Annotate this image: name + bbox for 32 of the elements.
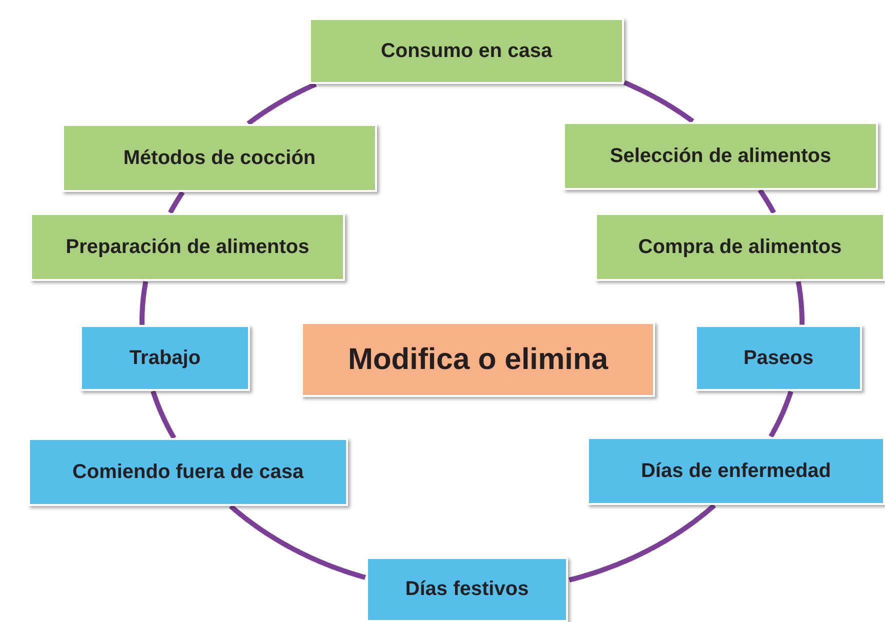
ring-connector <box>623 80 694 124</box>
ring-connector <box>758 188 776 215</box>
label-box <box>28 438 348 506</box>
label-box <box>695 325 862 391</box>
box-text: Selección de alimentos <box>610 144 832 168</box>
box-text: Compra de alimentos <box>638 236 842 258</box>
ring-connector <box>168 190 185 215</box>
box-text: Días de enfermedad <box>640 460 832 482</box>
box-text: Trabajo <box>129 346 201 370</box>
box-text: Consumo en casa <box>380 40 552 62</box>
label-box <box>80 325 250 391</box>
box-text: Paseos <box>743 346 814 370</box>
label-box <box>30 213 345 281</box>
box-text: Días festivos <box>405 578 529 601</box>
box-text: Modifica o elimina <box>348 342 608 376</box>
ring-connector <box>229 504 366 580</box>
ring-connector <box>150 389 176 440</box>
box-text: Comiendo fuera de casa <box>72 460 304 484</box>
label-box <box>595 213 885 281</box>
label-box <box>366 557 568 622</box>
label-box <box>587 437 885 505</box>
ring-connector <box>140 280 148 327</box>
label-box <box>301 322 655 397</box>
ring-connector <box>768 390 794 438</box>
label-box <box>309 18 624 84</box>
ring-connector <box>246 82 317 126</box>
label-box <box>563 122 878 190</box>
box-text: Preparación de alimentos <box>66 236 310 258</box>
ring-connector <box>568 503 716 582</box>
ring-connector <box>796 280 804 327</box>
box-text: Métodos de cocción <box>123 146 316 170</box>
label-box <box>62 124 377 192</box>
